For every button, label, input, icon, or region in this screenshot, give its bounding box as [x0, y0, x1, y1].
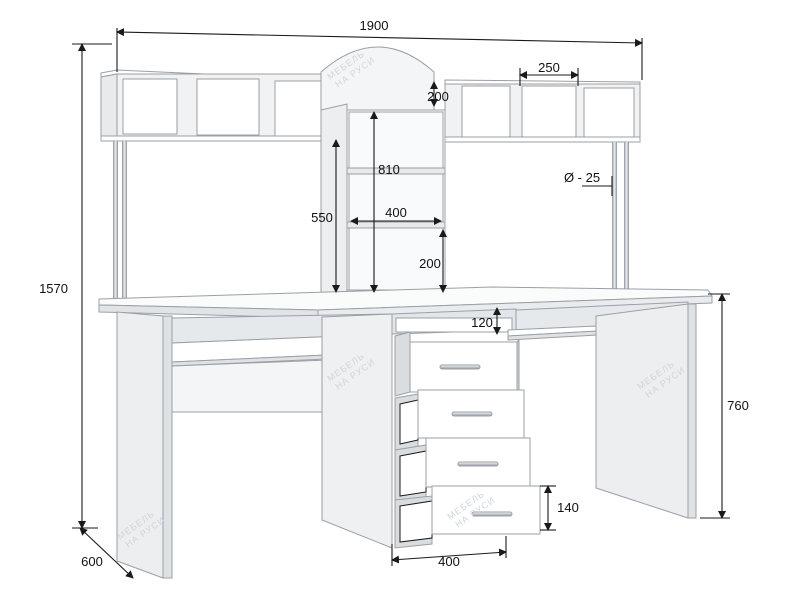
right-side-panel: [595, 303, 697, 519]
dim-tower-height: 810: [378, 162, 400, 177]
dim-depth: 600: [81, 554, 103, 569]
dim-tower-bottom-cell-height: 200: [419, 256, 441, 271]
dim-top-opening-height: 120: [471, 315, 493, 330]
dim-total-width: 1900: [360, 18, 389, 33]
top-shelf-right: [444, 79, 641, 143]
support-pipes: [113, 141, 629, 299]
dimension-lines: [72, 28, 730, 579]
dim-drawer-height: 140: [557, 500, 579, 515]
dimension-labels: 1900 1570 600 250 Ø - 25 200 810 550 400…: [39, 18, 749, 569]
drawer-2: [394, 389, 525, 453]
drawer-4: [394, 485, 541, 549]
dim-total-height: 1570: [39, 281, 68, 296]
dim-desk-height: 760: [727, 398, 749, 413]
top-shelf-left: [100, 69, 341, 142]
dim-shelf-cell-width: 250: [538, 60, 560, 75]
left-side-panel: [116, 311, 173, 579]
drawer-1: [394, 331, 520, 397]
dim-tower-side-height: 550: [311, 210, 333, 225]
drawer-3: [394, 437, 531, 505]
dim-top-cell-height: 200: [427, 89, 449, 104]
dim-pipe-diameter: Ø - 25: [564, 170, 600, 185]
dim-tower-inner-width: 400: [385, 205, 407, 220]
central-tower: [320, 46, 446, 301]
dim-pedestal-width: 400: [438, 554, 460, 569]
desk-top: [98, 286, 713, 319]
pedestal: [321, 308, 517, 549]
